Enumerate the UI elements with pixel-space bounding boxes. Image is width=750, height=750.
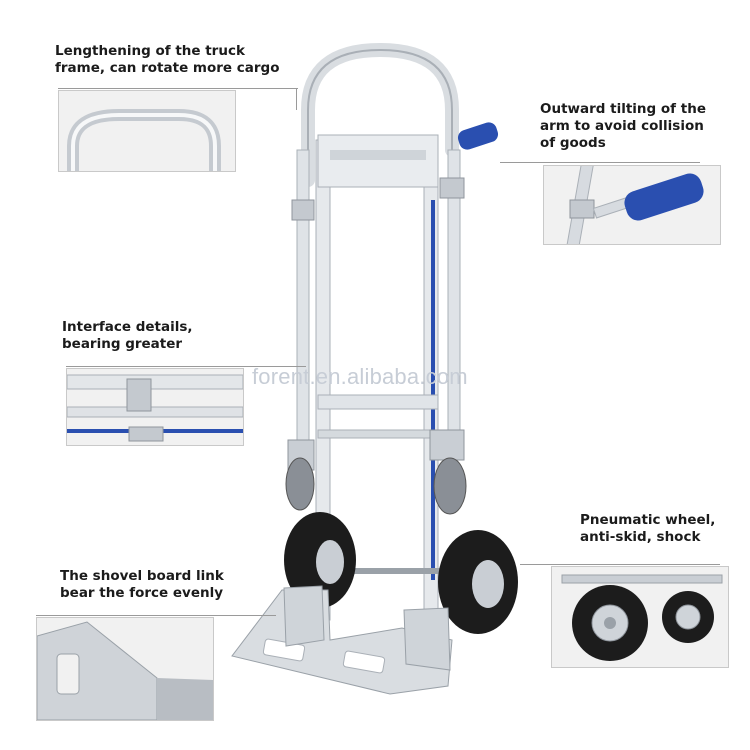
leader-line-interface [66, 366, 306, 367]
leader-line-arm [500, 162, 700, 163]
inset-frame-detail [58, 90, 236, 172]
top-crossbar [317, 134, 439, 188]
leader-line-wheel [520, 564, 720, 565]
inset-arm-detail [543, 165, 721, 245]
caption-wheel: Pneumatic wheel, anti-skid, shock [580, 512, 716, 545]
inset-wheel-detail [551, 566, 729, 668]
axle [320, 568, 470, 574]
leader-line-frame [58, 88, 298, 89]
inset-interface-detail [66, 368, 244, 446]
leader-line-shovel [36, 615, 276, 616]
watermark-text: forent.en.alibaba.com [252, 364, 468, 389]
caption-frame: Lengthening of the truck frame, can rota… [55, 43, 280, 76]
right-caster-wheel [433, 457, 467, 515]
caption-arm: Outward tilting of the arm to avoid coll… [540, 101, 706, 151]
caption-interface: Interface details, bearing greater [62, 319, 193, 352]
inset-shovel-detail [36, 617, 214, 721]
blue-grip [457, 122, 499, 150]
leader-line-frame-diag [296, 88, 297, 110]
left-caster-wheel [285, 457, 315, 511]
middle-crossbar [317, 394, 439, 410]
caption-shovel: The shovel board link bear the force eve… [60, 568, 224, 601]
